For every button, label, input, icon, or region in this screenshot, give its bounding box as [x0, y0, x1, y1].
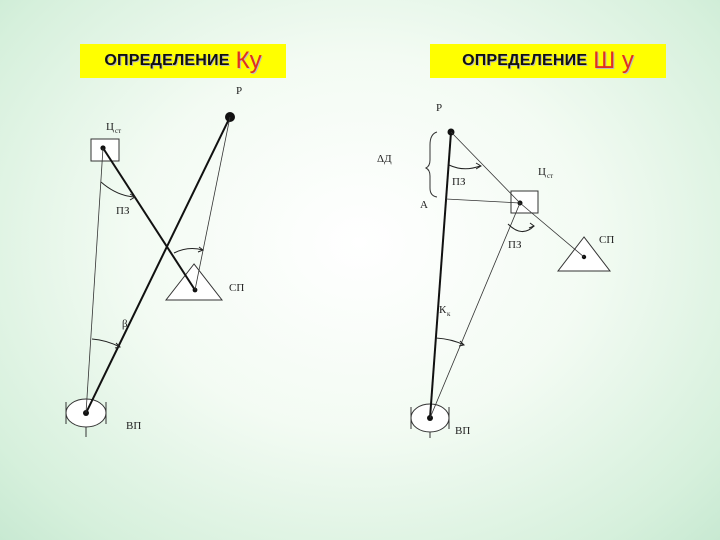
left-diagram [65, 112, 235, 437]
right-label-sp: СП [599, 234, 614, 246]
left-line-vp-p [85, 116, 231, 414]
right-arc-pz-mid [507, 223, 535, 232]
right-line-vp-target [429, 202, 521, 419]
title-right-main: ОПРЕДЕЛЕНИЕ [462, 52, 588, 69]
right-diagram [410, 128, 612, 438]
left-label-pz: ПЗ [116, 205, 130, 217]
right-line-a-target [445, 198, 521, 204]
right-label-p: Р [436, 102, 442, 114]
right-label-c-sub: ст [547, 172, 553, 180]
left-label-p: Р [236, 85, 242, 97]
right-label-a: А [420, 199, 428, 211]
right-target-square [510, 190, 539, 214]
right-label-k: К [439, 304, 447, 316]
left-label-vp: ВП [126, 420, 141, 432]
title-left: ОПРЕДЕЛЕНИЕ Ку [80, 44, 286, 78]
left-line-vp-target [85, 147, 104, 414]
right-label-c: Ц [538, 166, 546, 178]
title-right: ОПРЕДЕЛЕНИЕ Ш у [430, 44, 666, 78]
left-line-p-sp [194, 116, 231, 291]
left-arc-sp [173, 248, 204, 254]
title-right-accent: Ш у [593, 47, 634, 74]
left-line-target-sp [102, 147, 196, 291]
left-label-beta: β [122, 318, 128, 330]
left-arc-pz [100, 181, 136, 198]
right-label-pz-mid: ПЗ [508, 239, 522, 251]
title-left-main: ОПРЕДЕЛЕНИЕ [104, 52, 230, 69]
left-arc-beta [91, 338, 121, 348]
left-sp-triangle [164, 263, 224, 301]
right-line-vp-p [429, 131, 452, 419]
right-label-vp: ВП [455, 425, 470, 437]
right-arc-k [435, 337, 465, 346]
right-sp-triangle [556, 236, 612, 272]
title-left-accent: Ку [235, 47, 262, 74]
right-arc-pz-top [448, 164, 481, 170]
left-label-sp: СП [229, 282, 244, 294]
right-line-p-target [450, 131, 521, 204]
right-brace-delta-d [424, 131, 438, 198]
left-label-c-sub: ст [115, 127, 121, 135]
right-line-target-sp [519, 202, 585, 258]
left-label-c: Ц [106, 121, 114, 133]
right-label-pz-top: ПЗ [452, 176, 466, 188]
right-label-k-sub: к [447, 310, 451, 318]
right-label-delta-d: ΔД [377, 153, 392, 165]
